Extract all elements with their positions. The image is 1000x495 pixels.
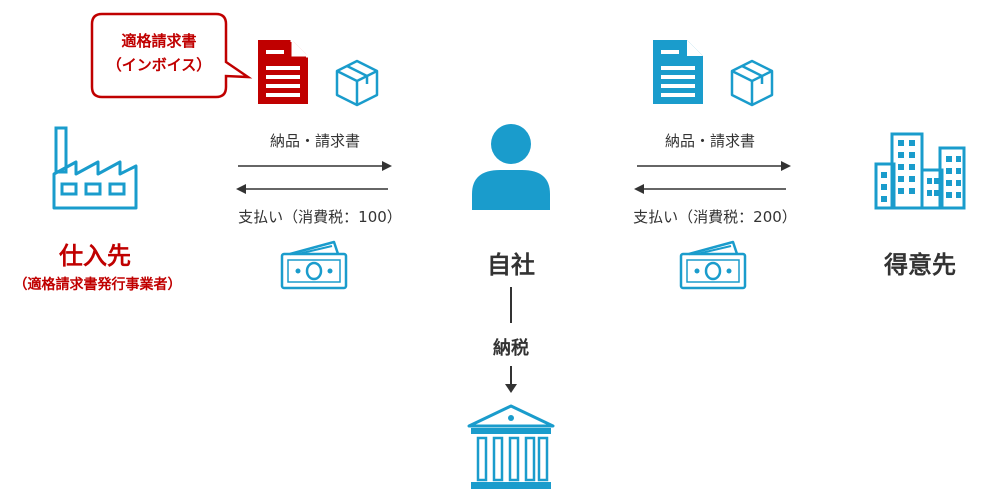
document-icon [651,38,705,110]
invoice-speech-bubble: 適格請求書 （インボイス） [90,12,253,99]
package-icon [729,58,775,112]
payment-arrow-left [234,181,390,200]
supplier-name: 仕入先 [59,242,131,270]
delivery-arrow-right [238,158,394,177]
package-icon [334,58,380,112]
customer-name: 得意先 [884,251,956,279]
delivery-arrow-right [637,158,793,177]
speech-bubble-line2: （インボイス） [106,56,212,74]
right-bottom-label: 支払い（消費税：200） [633,208,797,226]
tax-label: 納税 [493,338,529,359]
money-icon [280,240,350,296]
left-bottom-label: 支払い（消費税：100） [238,208,402,226]
left-top-label: 納品・請求書 [269,132,360,150]
document-icon [256,38,310,110]
right-top-label: 納品・請求書 [664,132,755,150]
government-building-icon [465,404,557,495]
buildings-icon [872,130,967,214]
person-icon [470,122,552,216]
tax-connector-line [510,287,512,323]
supplier-subtitle: （適格請求書発行事業者） [13,277,182,293]
factory-icon [50,122,140,216]
speech-bubble-line1: 適格請求書 [121,32,197,50]
self-name: 自社 [487,251,535,279]
money-icon [679,240,749,296]
tax-arrow-down [503,366,519,398]
payment-arrow-left [632,181,788,200]
